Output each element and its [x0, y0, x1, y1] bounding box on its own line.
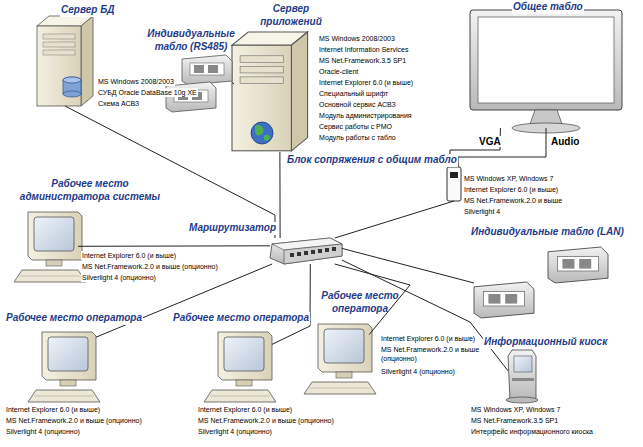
- software-spec: MS Net.Framework.2.0 и выше (опционно): [81, 262, 219, 271]
- device-heading: Рабочее место администратора системы: [5, 178, 175, 203]
- software-spec: Oracle-client: [318, 67, 359, 76]
- software-spec: Internet Information Services: [318, 45, 410, 54]
- software-spec: Internet Explorer 6.0 (и выше): [463, 185, 559, 194]
- device-node: Информационный киоскMS Windows XP, Windo…: [508, 350, 536, 402]
- network-cable: [342, 260, 508, 371]
- software-spec: MS Net.Framework.3.5 SP1: [318, 56, 407, 65]
- software-spec: Internet Explorer 6.0 (и выше): [197, 405, 293, 414]
- device-heading: Информационный киоск: [483, 336, 608, 349]
- software-spec: MS Net.Framework.2.0 и выше: [463, 196, 563, 205]
- signal-label: Audio: [550, 136, 580, 147]
- device-node: Общее табло: [470, 10, 622, 128]
- device-heading: Сервер БД: [60, 4, 116, 17]
- software-spec: MS Net.Framework.2.0 и выше (опционно): [380, 345, 482, 363]
- software-spec: MS Windows XP, Windows 7: [470, 405, 561, 414]
- network-cable: [232, 82, 234, 84]
- software-spec: MS Windows 2008/2003: [318, 34, 396, 43]
- device-heading: Блок сопряжения с общим табло: [286, 154, 458, 167]
- device-heading: Сервер приложений: [250, 3, 332, 28]
- software-spec: Silverlight 4: [463, 207, 501, 216]
- software-spec: Схема АСВЗ: [97, 99, 140, 108]
- device-node: Индивидуальные табло (RS485): [166, 55, 234, 113]
- software-spec: Основной сервис АСВЗ: [318, 100, 397, 109]
- software-spec: Интерфейс информационного киоска: [470, 427, 594, 436]
- software-spec: Silverlight 4 (опционно): [5, 427, 81, 436]
- network-cable: [78, 245, 270, 247]
- signal-label: VGA: [478, 136, 502, 147]
- software-spec: Silverlight 4 (опционно): [81, 273, 157, 282]
- software-spec: Модуль администрирования: [318, 111, 413, 120]
- device-heading: Общее табло: [512, 1, 584, 14]
- device-node: Блок сопряжения с общим таблоMS Windows …: [447, 167, 461, 201]
- software-spec: Silverlight 4 (опционно): [197, 427, 273, 436]
- network-cable: [272, 264, 310, 344]
- device-node: Рабочее место оператораInternet Explorer…: [316, 322, 372, 392]
- device-node: Маршрутизатор: [270, 238, 342, 264]
- network-cable: [279, 152, 280, 238]
- software-spec: MS Net.Framework.2.0 и выше (опционно): [197, 416, 335, 425]
- software-spec: Сервис работы с РМО: [318, 122, 393, 131]
- device-heading: Рабочее место оператора: [318, 290, 402, 315]
- device-node: Сервер приложенийMS Windows 2008/2003Int…: [232, 32, 308, 152]
- software-spec: Специальный шрифт: [318, 89, 389, 98]
- device-node: Рабочее место администратора системыInte…: [26, 210, 78, 276]
- software-spec: MS Windows XP, Windows 7: [463, 174, 554, 183]
- device-heading: Индивидуальные табло (RS485): [140, 28, 242, 53]
- software-spec: Модуль работы с табло: [318, 133, 397, 142]
- device-node: Индивидуальные табло (LAN): [474, 247, 610, 319]
- device-heading: Индивидуальные табло (LAN): [470, 226, 625, 239]
- software-spec: Internet Explorer 6.0 (и выше): [5, 405, 101, 414]
- device-node: Рабочее место оператораInternet Explorer…: [216, 330, 272, 402]
- network-cable: [65, 106, 275, 238]
- software-spec: MS Windows 2008/2003: [97, 77, 175, 86]
- software-spec: MS Net.Framework.2.0 и выше (опционно): [5, 416, 143, 425]
- software-spec: MS Net.Framework.3.5 SP1: [470, 416, 559, 425]
- network-cable: [458, 128, 546, 167]
- device-node: Сервер БДMS Windows 2008/2003СУБД Oracle…: [37, 16, 93, 106]
- software-spec: Internet Explorer 6.0 (и выше): [380, 334, 476, 343]
- software-spec: Silverlight 4 (опционно): [380, 367, 456, 376]
- software-spec: Internet Explorer 6.0 (и выше): [81, 251, 177, 260]
- device-heading: Рабочее место оператора: [5, 312, 143, 325]
- network-cable: [342, 248, 474, 283]
- device-heading: Маршрутизатор: [188, 222, 277, 235]
- device-heading: Рабочее место оператора: [172, 312, 310, 325]
- device-node: Рабочее место оператораInternet Explorer…: [40, 330, 96, 402]
- software-spec: СУБД Oracle DataBase 10g XE: [97, 88, 198, 97]
- network-cable: [335, 201, 454, 238]
- software-spec: Internet Explorer 6.0 (и выше): [318, 78, 414, 87]
